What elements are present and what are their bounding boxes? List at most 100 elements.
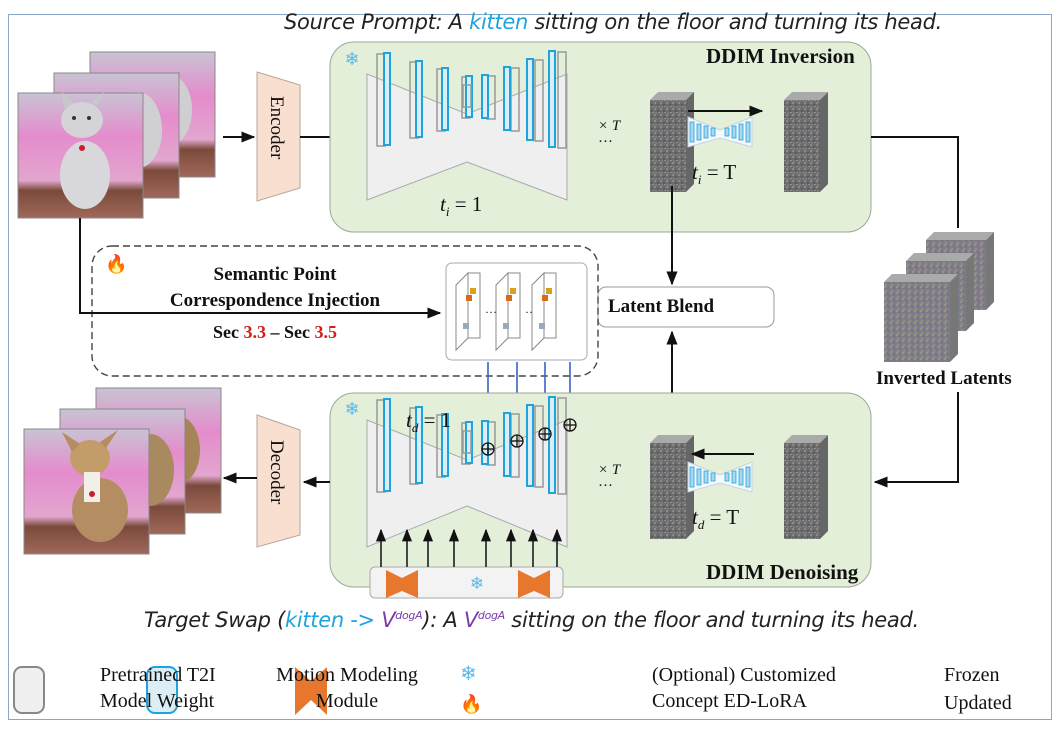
mini-motion-layer: [731, 470, 737, 484]
motion-module-layer: [465, 421, 473, 464]
legend-motion-swatch: [146, 666, 178, 714]
feature-map: [531, 271, 545, 352]
decoder-label: Decoder: [266, 440, 287, 505]
snowflake-icon: ❄: [470, 574, 484, 594]
target-source-keyword: kitten: [284, 608, 344, 632]
point-marker: [539, 323, 545, 329]
denoising-end-timestep: td = T: [692, 505, 740, 533]
output-frame-1: [23, 428, 150, 555]
latents-to-denoising-arrow: [873, 392, 959, 488]
point-marker: [506, 295, 512, 301]
inverted-latents-label: Inverted Latents: [876, 368, 1012, 389]
inversion-end-timestep: ti = T: [692, 160, 737, 188]
feature-map: [495, 271, 509, 352]
bottleneck-layer: [462, 430, 472, 454]
point-marker: [463, 323, 469, 329]
mini-motion-layer: [689, 466, 695, 488]
injection-title-line2: Correspondence Injection: [169, 290, 381, 311]
point-marker: [470, 288, 476, 294]
legend-pretrained-swatch: [13, 666, 45, 714]
concept-token: VdogA: [463, 608, 505, 632]
mini-motion-layer: [738, 123, 744, 141]
denoising-latents-left: [650, 435, 694, 539]
svg-text:❄: ❄: [344, 399, 359, 420]
mini-motion-layer: [703, 125, 709, 139]
mini-unet-inversion: [687, 116, 753, 148]
snowflake-icon: ❄: [344, 49, 359, 70]
mini-motion-layer: [731, 125, 737, 139]
legend-fire-icon: 🔥: [460, 693, 482, 715]
inverted-latents-stack: [884, 232, 994, 362]
motion-module-layer: [548, 396, 556, 494]
inversion-unet: [366, 50, 568, 201]
latent-slab: [670, 443, 686, 539]
motion-module-layer: [441, 413, 449, 477]
motion-module-layer: [481, 74, 489, 119]
bottleneck-layer: [462, 84, 472, 108]
frames-to-injection-arrow: [79, 218, 442, 319]
pretrained-layer: [534, 59, 544, 142]
point-marker: [503, 323, 509, 329]
section-link-3-5: 3.5: [314, 322, 338, 342]
inversion-start-timestep: ti = 1: [440, 192, 483, 220]
injection-title-line1: Semantic Point: [213, 264, 337, 285]
motion-module-layer: [465, 75, 473, 118]
source-prompt: Source Prompt: A kitten sitting on the f…: [284, 10, 942, 34]
pretrained-layer: [534, 405, 544, 488]
mini-motion-layer: [724, 472, 730, 482]
pretrained-layer: [557, 397, 567, 495]
point-marker: [466, 295, 472, 301]
concept-token: VdogA: [381, 608, 423, 632]
motion-module-layer: [383, 398, 391, 492]
legend-snowflake-icon: ❄: [460, 661, 477, 685]
section-link-3-3: 3.3: [243, 322, 267, 342]
mini-motion-layer: [696, 123, 702, 141]
input-frame-1: [17, 92, 144, 219]
latent-blend-label: Latent Blend: [608, 296, 715, 317]
mini-motion-layer: [738, 468, 744, 486]
mini-motion-layer: [689, 121, 695, 143]
input-video-frames: [17, 51, 216, 219]
inversion-to-latents-line: [871, 136, 959, 228]
mini-motion-layer: [745, 466, 751, 488]
point-marker: [542, 295, 548, 301]
legend-updated-label: Updated: [944, 692, 1012, 714]
denoising-repeat-label: × T: [598, 462, 621, 478]
motion-module-layer: [383, 52, 391, 146]
denoising-ellipsis: ···: [598, 478, 613, 494]
feature-map: [455, 271, 469, 352]
latent-slab: [670, 100, 686, 192]
ed-lora-icon: [386, 570, 418, 598]
inversion-repeat-label: × T: [598, 118, 621, 134]
motion-module-layer: [526, 58, 534, 141]
figure-frame: [8, 14, 1052, 720]
denoising-start-timestep: td = 1: [406, 408, 452, 436]
motion-module-layer: [526, 404, 534, 487]
ddim-denoising-title: DDIM Denoising: [706, 560, 859, 584]
inversion-noisy-latents-right: [784, 92, 828, 192]
pretrained-layer: [557, 51, 567, 149]
output-video-frames: [23, 387, 222, 555]
mini-unet-denoising: [687, 461, 753, 493]
denoising-latents-right: [784, 435, 828, 539]
motion-module-layer: [415, 60, 423, 138]
encoder-block: [256, 71, 301, 202]
mini-motion-layer: [724, 127, 730, 137]
lora-to-unet-arrows: [375, 528, 563, 567]
motion-module-layer: [503, 66, 511, 131]
latent-blend-box: [597, 286, 775, 328]
mini-motion-layer: [703, 470, 709, 484]
ellipsis: ···: [485, 305, 497, 319]
lora-strip: [369, 566, 564, 599]
ed-lora-icon: [518, 570, 550, 598]
mini-motion-layer: [710, 127, 716, 137]
motion-module-layer: [415, 406, 423, 484]
legend-frozen-label: Frozen: [944, 664, 1000, 686]
motion-module-layer: [503, 412, 511, 477]
point-marker: [510, 288, 516, 294]
ddim-inversion-title: DDIM Inversion: [706, 44, 855, 68]
fire-icon: 🔥: [105, 253, 127, 275]
